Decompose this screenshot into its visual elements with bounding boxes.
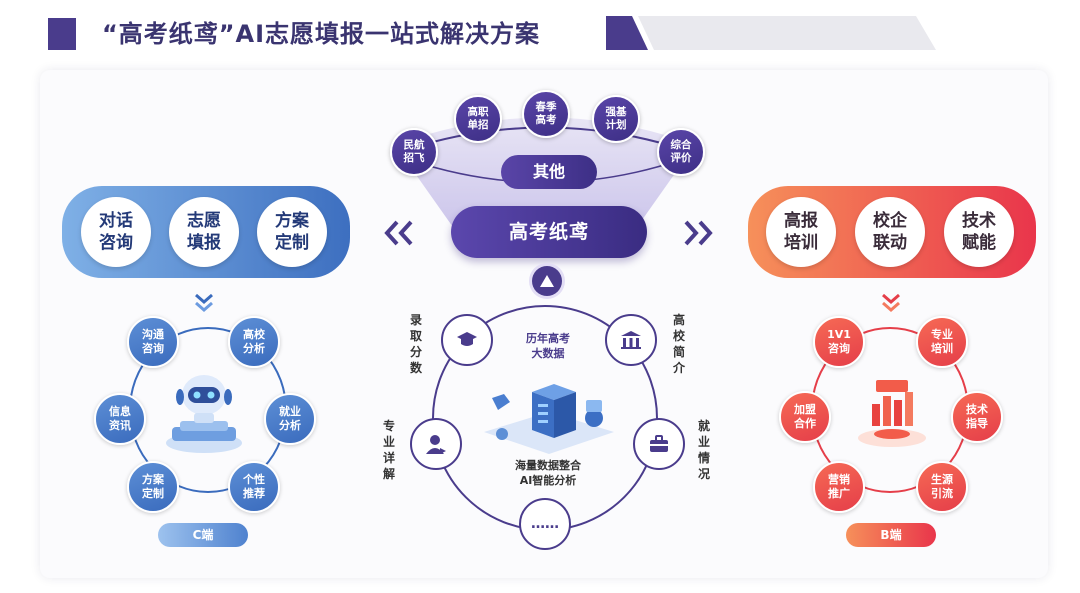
b-button-tech-empower[interactable]: 技术 赋能 [944,197,1014,267]
b-node-marketing[interactable]: 营销 推广 [813,461,865,513]
c-button-dialog-consult[interactable]: 对话 咨询 [81,197,151,267]
robot-illustration [166,375,242,453]
major-detail-icon[interactable] [410,418,462,470]
double-chevron-left-icon [384,220,413,246]
c-node-plan-custom[interactable]: 方案 定制 [127,461,179,513]
b-node-franchise[interactable]: 加盟 合作 [779,391,831,443]
more-label: …… [531,516,559,532]
data-bottom-text: 海量数据整合 AI智能分析 [515,459,581,487]
bar-chart-illustration [858,380,926,447]
chevron-down-double-icon-b [882,293,900,312]
b-node-1v1-consult[interactable]: 1V1 咨询 [813,316,865,368]
admission-score-icon[interactable] [441,314,493,366]
b-node-pro-training[interactable]: 专业 培训 [916,316,968,368]
more-node[interactable]: …… [519,498,571,550]
c-node-employment-analysis[interactable]: 就业 分析 [264,393,316,445]
b-node-tech-guide[interactable]: 技术 指导 [951,391,1003,443]
c-node-communicate[interactable]: 沟通 咨询 [127,316,179,368]
double-chevron-right-icon [684,220,713,246]
data-server-illustration [484,384,614,454]
b-button-training[interactable]: 高报 培训 [766,197,836,267]
other-pill[interactable]: 其他 [501,155,597,189]
top-node-civil-aviation[interactable]: 民航 招飞 [390,128,438,176]
c-button-volunteer-fill[interactable]: 志愿 填报 [169,197,239,267]
college-intro-icon[interactable] [605,314,657,366]
header-stripe-decoration [606,16,936,50]
top-node-vocational[interactable]: 高职 单招 [454,95,502,143]
c-node-info[interactable]: 信息 资讯 [94,393,146,445]
top-node-comprehensive[interactable]: 综合 评价 [657,128,705,176]
label-employment: 就业情况 [697,419,710,481]
top-node-spring-exam[interactable]: 春季 高考 [522,90,570,138]
employment-icon[interactable] [633,418,685,470]
b-node-student-traffic[interactable]: 生源 引流 [916,461,968,513]
b-end-tag: B端 [846,523,936,547]
hub-pill[interactable]: 高考纸鸢 [451,206,647,258]
label-college-intro: 高校简介 [672,313,685,375]
b-button-school-enterprise[interactable]: 校企 联动 [855,197,925,267]
chevron-down-double-icon [195,293,213,312]
label-major-detail: 专业详解 [382,419,395,481]
label-admission-score: 录取分数 [409,313,422,375]
c-button-plan-custom[interactable]: 方案 定制 [257,197,327,267]
header-block-decoration [48,18,76,50]
data-title: 历年高考 大数据 [526,332,570,360]
c-end-tag: C端 [158,523,248,547]
c-node-college-analysis[interactable]: 高校 分析 [228,316,280,368]
top-node-strong-base[interactable]: 强基 计划 [592,95,640,143]
page-title: “高考纸鸢”AI志愿填报一站式解决方案 [102,20,541,48]
triangle-up-icon [532,266,562,296]
c-node-personal-recommend[interactable]: 个性 推荐 [228,461,280,513]
